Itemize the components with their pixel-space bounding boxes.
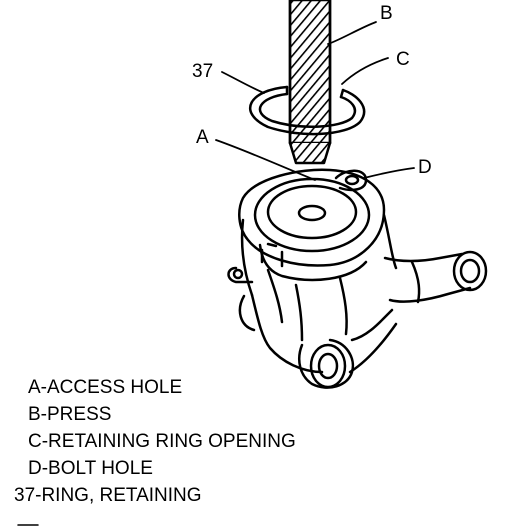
legend-item-37: 37-RING, RETAINING xyxy=(14,485,202,506)
legend-item-c: C-RETAINING RING OPENING xyxy=(28,431,296,452)
callout-a: A xyxy=(196,127,209,148)
press-tool xyxy=(288,0,332,165)
legend-item-b: B-PRESS xyxy=(28,404,112,425)
callout-37: 37 xyxy=(192,61,214,82)
legend-item-a: A-ACCESS HOLE xyxy=(28,377,183,398)
retaining-ring xyxy=(248,85,366,136)
callout-b: B xyxy=(380,3,393,24)
callout-d: D xyxy=(418,157,432,178)
pump-body xyxy=(227,168,488,389)
legend-item-d: D-BOLT HOLE xyxy=(28,458,153,479)
callout-c: C xyxy=(396,49,410,70)
leader-lines xyxy=(215,21,415,181)
